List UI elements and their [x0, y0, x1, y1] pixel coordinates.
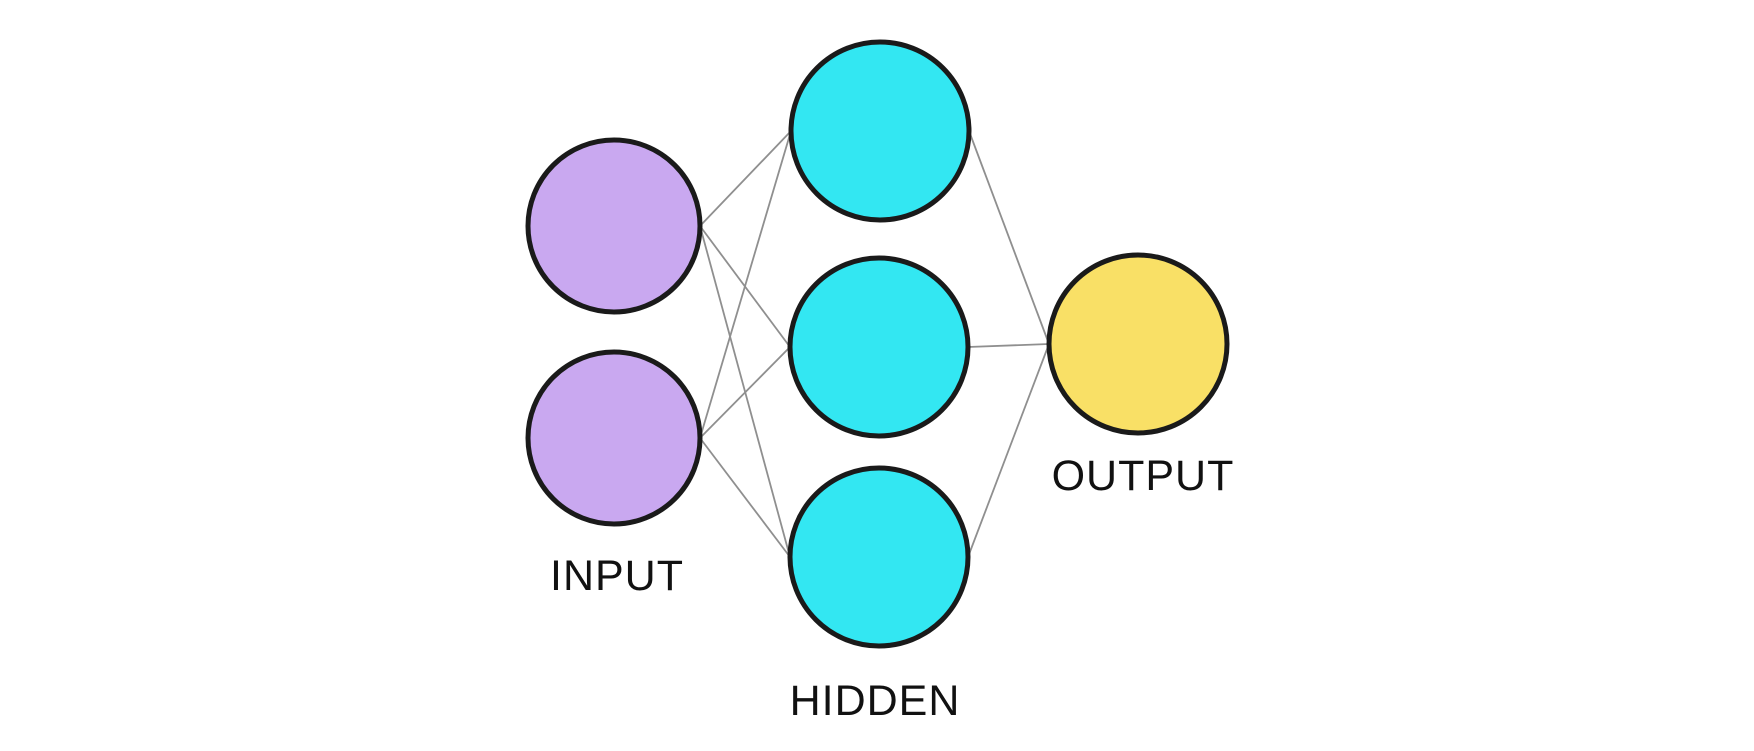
input-layer-label: INPUT: [550, 552, 684, 600]
input-node-2: [525, 349, 703, 527]
output-node-1: [1046, 252, 1230, 436]
edge-hidden3-output1: [967, 343, 1050, 558]
edge-input1-hidden1: [699, 130, 792, 227]
hidden-node-1: [788, 39, 972, 223]
input-node-1: [525, 137, 703, 315]
edge-input2-hidden3: [699, 437, 791, 558]
output-layer-label: OUTPUT: [1052, 452, 1235, 500]
hidden-layer-label: HIDDEN: [790, 677, 961, 725]
edge-input2-hidden1: [699, 130, 792, 439]
edge-hidden1-output1: [968, 130, 1050, 345]
edges-group: [699, 130, 1050, 558]
edge-input2-hidden2: [699, 346, 791, 439]
labels-group: INPUT HIDDEN OUTPUT: [550, 452, 1235, 725]
hidden-node-3: [787, 465, 971, 649]
nodes-group: [525, 39, 1230, 649]
hidden-node-2: [787, 255, 971, 439]
edge-hidden2-output1: [967, 343, 1050, 348]
